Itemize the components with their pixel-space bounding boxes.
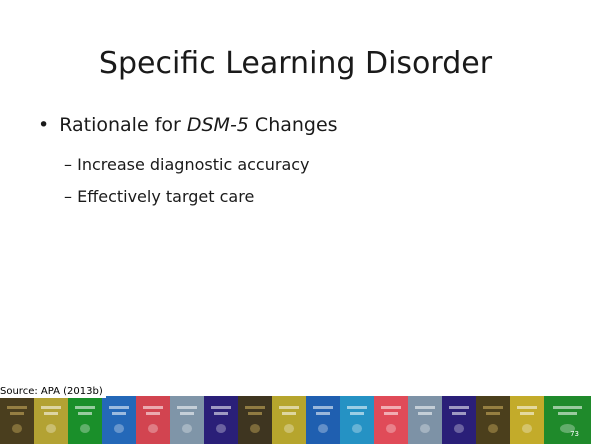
book-cover-thumbnail [170,396,204,444]
cover-title-line [244,406,266,409]
cover-title-line [558,412,577,415]
cover-title-line [316,412,330,415]
cover-title-line [346,406,368,409]
cover-title-line [10,412,24,415]
book-cover-thumbnail [340,396,374,444]
book-cover-thumbnail [476,396,510,444]
cover-emblem [147,424,159,433]
cover-emblem [487,424,499,433]
dsm-cover-strip [0,396,591,444]
book-cover-thumbnail [68,396,102,444]
book-cover-thumbnail [272,396,306,444]
book-cover-thumbnail [510,396,544,444]
cover-title-line [350,412,364,415]
bullet-emphasis: DSM-5 [186,114,249,136]
cover-title-line [248,412,262,415]
cover-title-line [6,406,28,409]
cover-title-line [312,406,334,409]
cover-emblem [521,424,533,433]
cover-emblem [181,424,193,433]
cover-title-line [180,412,194,415]
cover-title-line [414,406,436,409]
subbullet-target-care: – Effectively target care [64,187,254,206]
book-cover-thumbnail [544,396,591,444]
cover-title-line [418,412,432,415]
book-cover-thumbnail [204,396,238,444]
cover-title-line [384,412,398,415]
cover-title-line [452,412,466,415]
cover-title-line [282,412,296,415]
cover-emblem [249,424,261,433]
cover-title-line [142,406,164,409]
cover-title-line [112,412,126,415]
cover-title-line [482,406,504,409]
dash: – [64,187,72,206]
cover-title-line [210,406,232,409]
cover-title-line [176,406,198,409]
subbullet-accuracy: – Increase diagnostic accuracy [64,155,310,174]
cover-emblem [45,424,57,433]
book-cover-thumbnail [374,396,408,444]
book-cover-thumbnail [34,396,68,444]
cover-title-line [516,406,538,409]
book-cover-thumbnail [408,396,442,444]
cover-emblem [419,424,431,433]
cover-title-line [40,406,62,409]
bullet-prefix: Rationale for [59,114,187,136]
cover-emblem [11,424,23,433]
cover-title-line [520,412,534,415]
cover-emblem [113,424,125,433]
cover-title-line [74,406,96,409]
cover-title-line [108,406,130,409]
cover-title-line [214,412,228,415]
book-cover-thumbnail [136,396,170,444]
bullet-rationale: • Rationale for DSM-5 Changes [38,114,338,136]
cover-emblem [453,424,465,433]
cover-title-line [380,406,402,409]
cover-title-line [146,412,160,415]
cover-title-line [553,406,582,409]
book-cover-thumbnail [0,396,34,444]
book-cover-thumbnail [238,396,272,444]
book-cover-thumbnail [102,396,136,444]
subbullet-text: Increase diagnostic accuracy [77,155,310,174]
cover-emblem [215,424,227,433]
cover-emblem [560,424,575,433]
cover-title-line [278,406,300,409]
source-citation: Source: APA (2013b) [0,386,106,398]
dash: – [64,155,72,174]
bullet-dot: • [38,114,50,136]
book-cover-thumbnail [306,396,340,444]
book-cover-thumbnail [442,396,476,444]
cover-title-line [448,406,470,409]
cover-emblem [317,424,329,433]
bullet-suffix: Changes [248,114,338,136]
slide-title: Specific Learning Disorder [98,46,493,81]
cover-title-line [44,412,58,415]
cover-title-line [486,412,500,415]
cover-emblem [351,424,363,433]
cover-title-line [78,412,92,415]
cover-emblem [385,424,397,433]
subbullet-text: Effectively target care [77,187,255,206]
cover-emblem [79,424,91,433]
page-number: 73 [570,430,579,438]
cover-emblem [283,424,295,433]
